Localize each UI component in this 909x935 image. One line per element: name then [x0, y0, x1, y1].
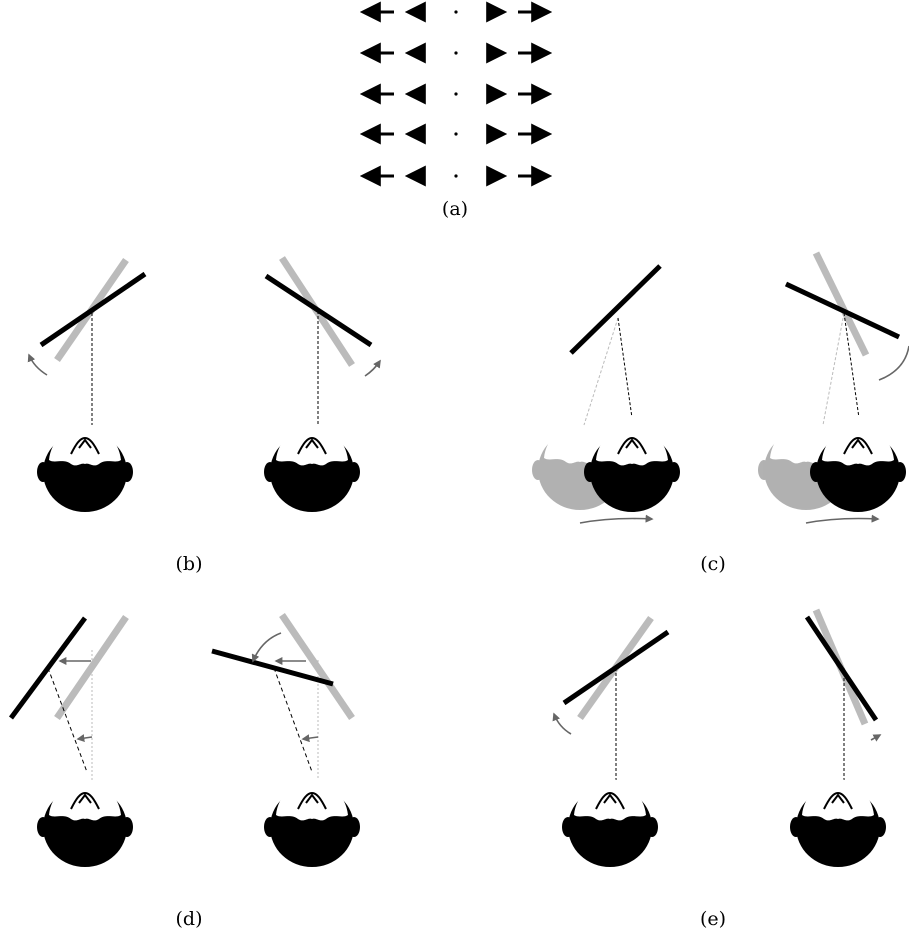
head-icon — [264, 416, 360, 513]
flow-row — [364, 10, 548, 13]
panel-e-right — [790, 610, 886, 867]
flow-row — [364, 51, 548, 54]
caption-e: (e) — [700, 908, 726, 930]
panel-c-left — [532, 266, 680, 523]
flow-row — [364, 132, 548, 135]
panel-c-right — [758, 253, 909, 523]
panel-e-left — [554, 618, 668, 867]
caption-b: (b) — [176, 553, 203, 575]
panel-d-left — [11, 617, 133, 867]
flow-row — [364, 174, 548, 177]
head-icon — [562, 771, 658, 868]
head-icon — [37, 771, 133, 868]
head-icon — [37, 416, 133, 513]
flow-row — [364, 92, 548, 95]
head-icon — [790, 771, 886, 868]
flow-field — [364, 10, 548, 177]
panel-d-right — [212, 615, 360, 867]
caption-a: (a) — [442, 198, 468, 220]
caption-d: (d) — [176, 908, 203, 930]
head-icon — [264, 771, 360, 868]
caption-c: (c) — [700, 553, 725, 575]
panel-b-left — [29, 260, 145, 512]
panel-b-right — [264, 258, 380, 512]
